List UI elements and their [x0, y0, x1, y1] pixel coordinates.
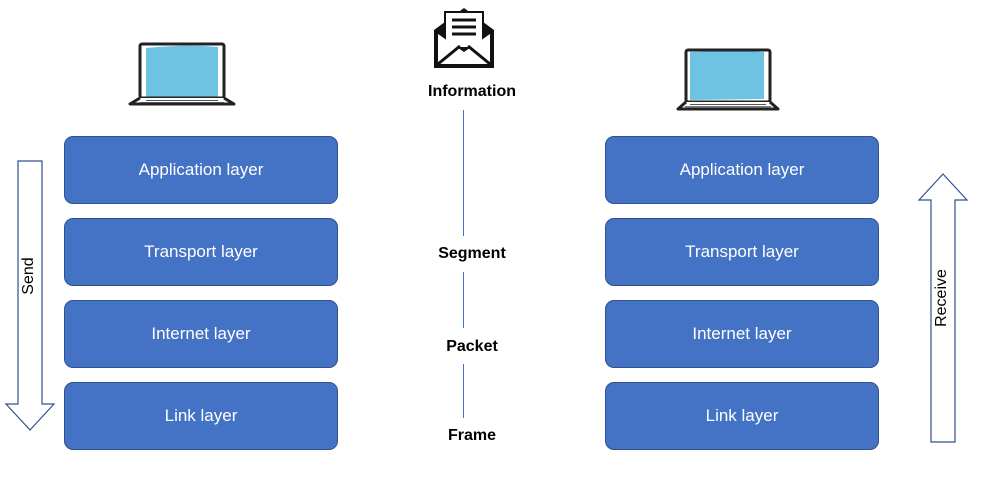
receive-arrow [917, 173, 969, 443]
laptop-icon [676, 48, 780, 111]
layer-label: Link layer [164, 406, 238, 425]
data-unit-frame: Frame [447, 427, 497, 444]
receiver-transport-layer: Transport layer [605, 218, 879, 286]
layer-label: Internet layer [151, 324, 251, 343]
laptop-icon [128, 42, 236, 106]
data-unit-segment: Segment [438, 245, 506, 262]
layer-label: Internet layer [692, 324, 792, 343]
receive-label: Receive [933, 269, 950, 327]
receiver-link-layer: Link layer [605, 382, 879, 450]
layer-label: Link layer [705, 406, 779, 425]
receiver-internet-layer: Internet layer [605, 300, 879, 368]
layer-label: Application layer [138, 160, 264, 179]
receiver-application-layer: Application layer [605, 136, 879, 204]
connector-line [463, 272, 464, 328]
connector-line [463, 364, 464, 418]
layer-label: Transport layer [685, 242, 799, 261]
layer-label: Transport layer [144, 242, 258, 261]
sender-transport-layer: Transport layer [64, 218, 338, 286]
sender-internet-layer: Internet layer [64, 300, 338, 368]
connector-line [463, 110, 464, 236]
envelope-letter-icon [434, 8, 494, 68]
data-unit-information: Information [428, 83, 516, 100]
sender-link-layer: Link layer [64, 382, 338, 450]
layer-label: Application layer [679, 160, 805, 179]
data-unit-packet: Packet [446, 338, 498, 355]
send-label: Send [20, 257, 37, 295]
send-arrow [4, 160, 56, 431]
sender-application-layer: Application layer [64, 136, 338, 204]
